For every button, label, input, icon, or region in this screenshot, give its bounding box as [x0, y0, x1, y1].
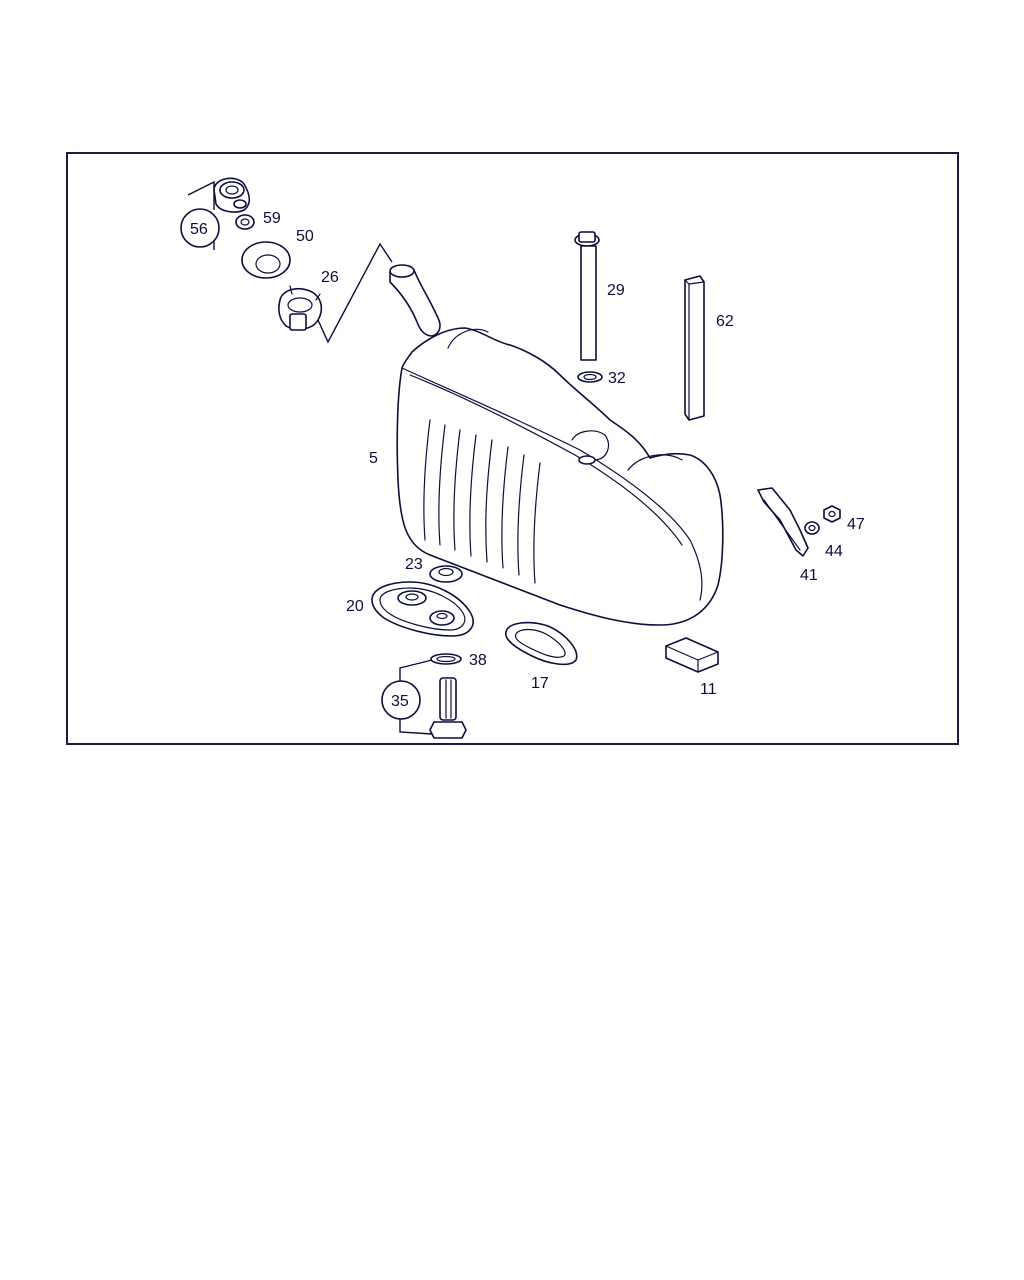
cap-assembly [187, 177, 251, 250]
bracket-41 [757, 487, 809, 557]
label-32: 32 [608, 370, 626, 387]
label-59: 59 [263, 210, 281, 227]
label-44: 44 [825, 543, 843, 560]
block-11 [665, 637, 719, 673]
gasket-50 [241, 241, 291, 279]
label-17: 17 [531, 675, 549, 692]
bolt-29 [574, 231, 600, 361]
label-62: 62 [716, 313, 734, 330]
label-26: 26 [321, 269, 339, 286]
label-23: 23 [405, 556, 423, 573]
label-20: 20 [346, 598, 364, 615]
seal-17 [505, 621, 578, 666]
grommet-23 [429, 565, 463, 583]
circle-56 [180, 208, 220, 248]
leader-26 [317, 242, 393, 344]
label-38: 38 [469, 652, 487, 669]
drain-plug-35 [399, 659, 467, 739]
diagram-frame [66, 152, 959, 745]
sender-26 [278, 285, 323, 331]
label-50: 50 [296, 228, 314, 245]
label-29: 29 [607, 282, 625, 299]
label-41: 41 [800, 567, 818, 584]
ring-59 [235, 214, 255, 230]
washer-32 [577, 371, 603, 383]
washer-44 [804, 521, 820, 535]
oring-38 [430, 653, 462, 665]
label-56: 56 [190, 221, 208, 238]
label-5: 5 [369, 450, 378, 467]
cover-20 [371, 581, 474, 637]
bar-62 [684, 275, 705, 421]
label-47: 47 [847, 516, 865, 533]
fuel-tank [389, 264, 724, 626]
nut-47 [823, 505, 841, 523]
circle-35 [381, 680, 421, 720]
label-35: 35 [391, 693, 409, 710]
label-11: 11 [700, 681, 717, 698]
